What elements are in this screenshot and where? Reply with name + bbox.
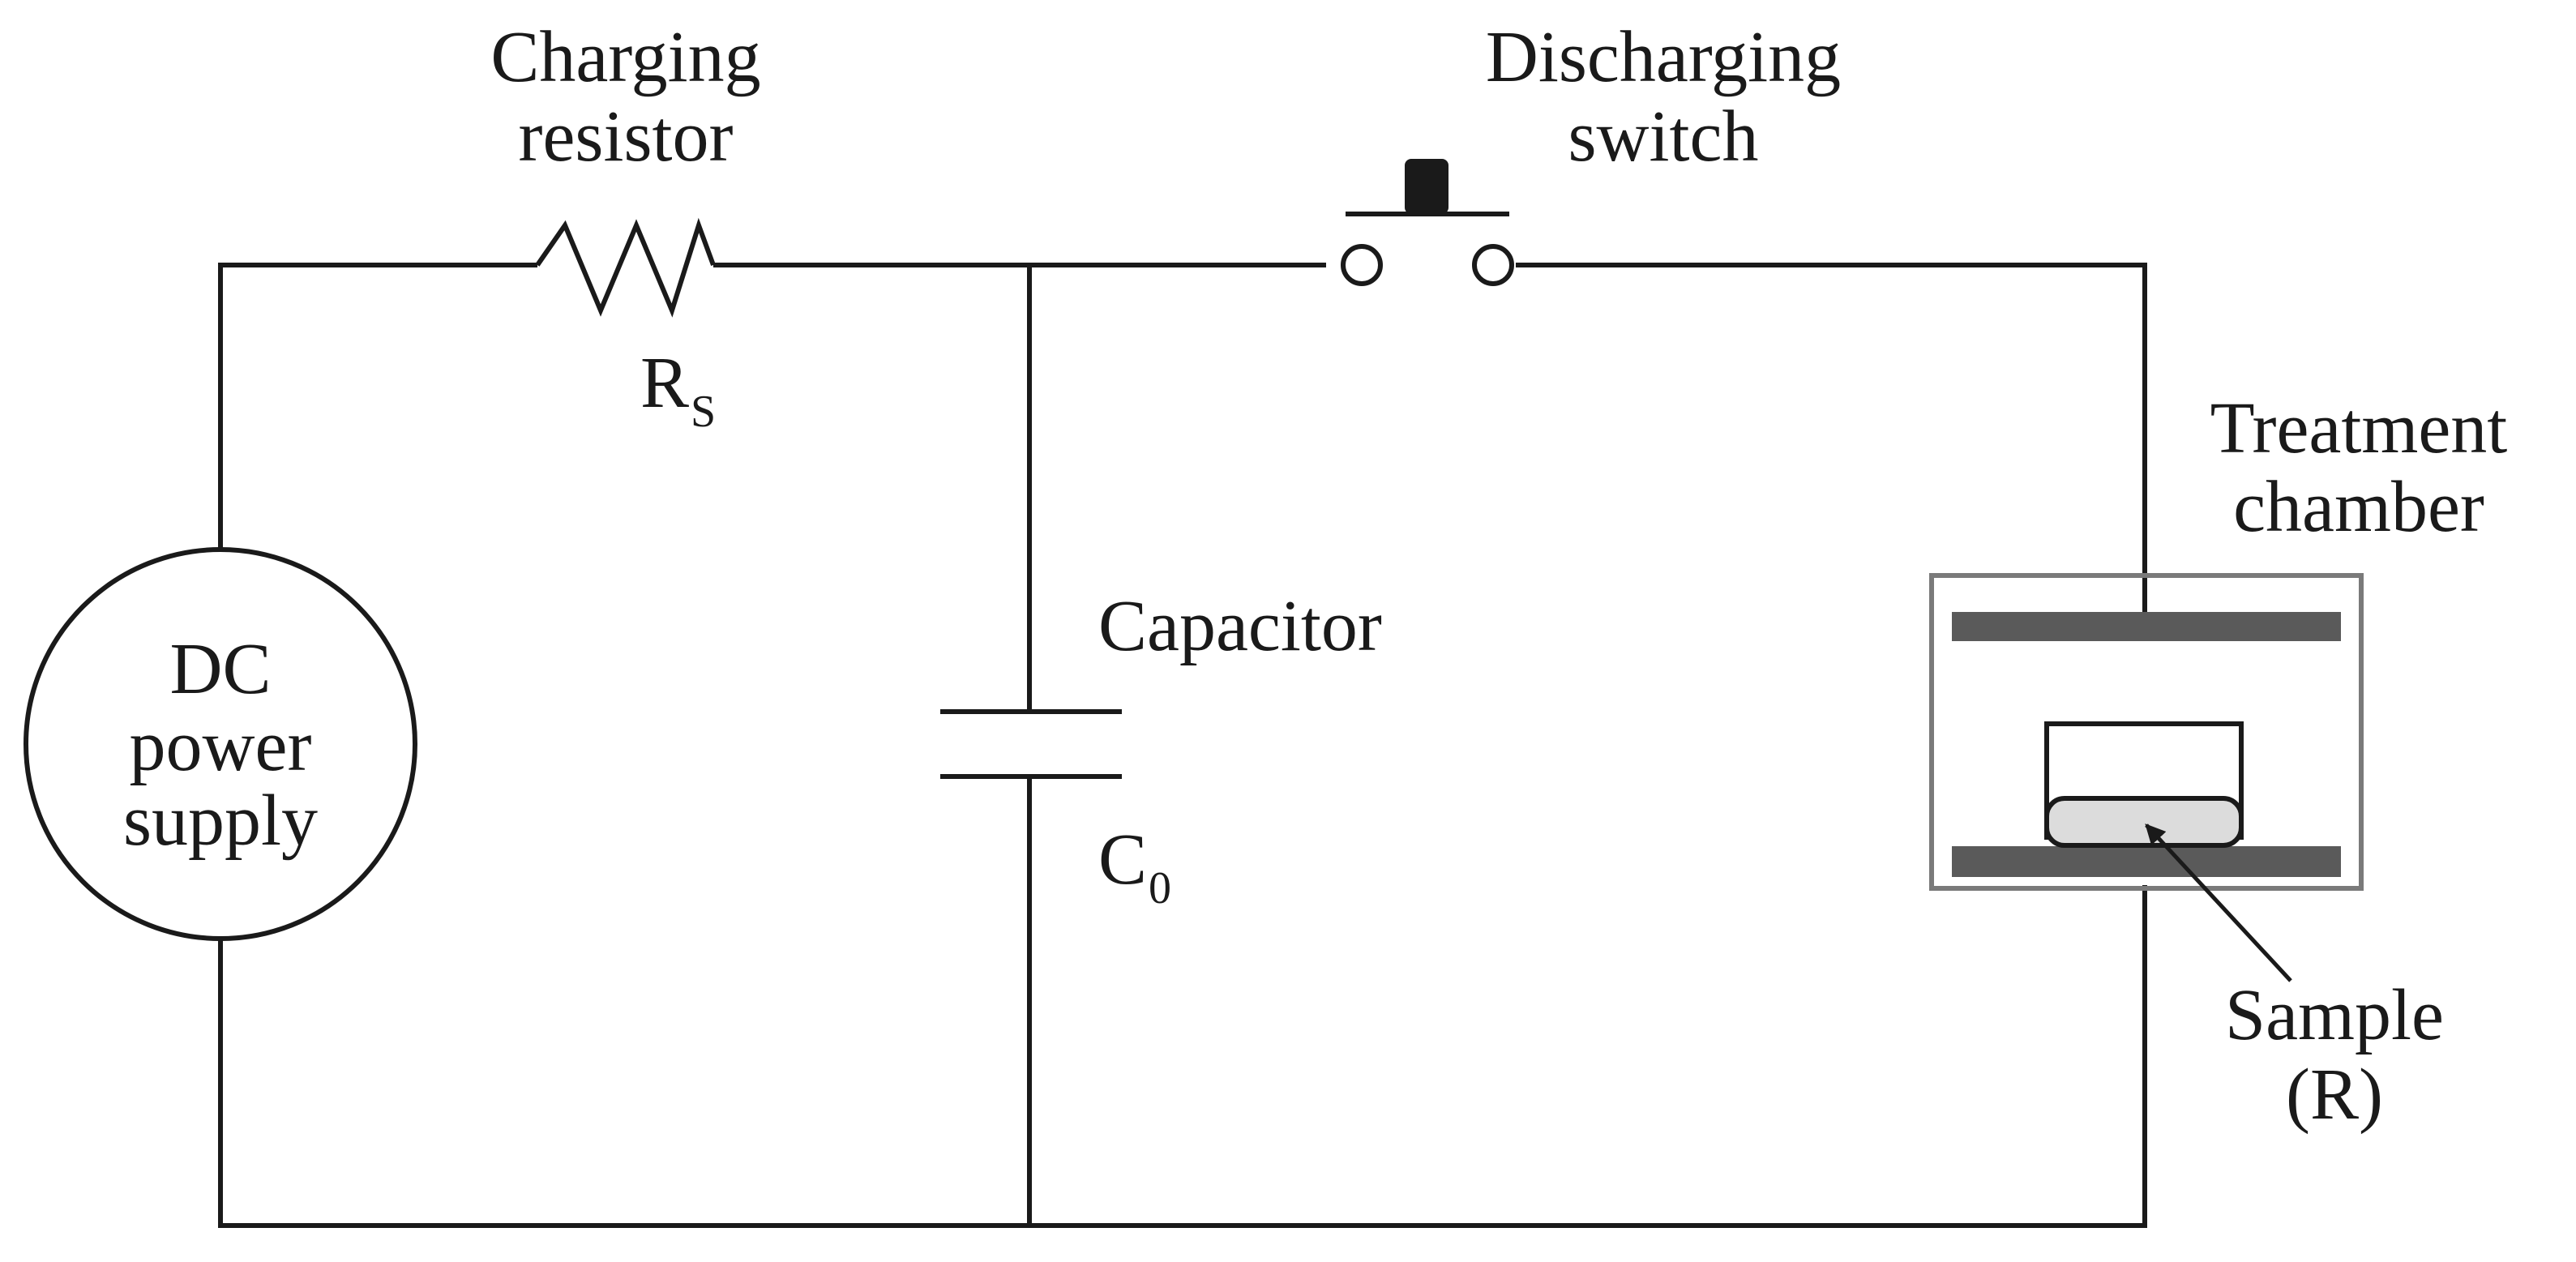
power-supply-label-line1: DC [169,629,271,709]
power-supply-label-line2: power [130,706,312,786]
wire-left-top [218,263,537,550]
resistor-symbol-subscript: S [691,387,716,437]
bottom-electrode [1952,846,2341,877]
switch-terminal-right [1472,244,1514,286]
sample-pointer-arrow [2145,824,2292,982]
treatment-chamber-symbol [1929,573,2364,982]
switch-title-line2: switch [1568,96,1759,177]
sample-body [2044,796,2244,848]
chamber-title-line1: Treatment [2210,388,2508,468]
capacitor-symbol-label: C0 [1098,819,1171,913]
treatment-chamber-box [1929,573,2364,891]
sample-label-line2: (R) [2286,1055,2383,1135]
switch-title-line1: Discharging [1486,17,1841,97]
switch-terminal-left [1341,244,1383,286]
discharging-switch-symbol [1341,159,1514,286]
wire-bottom-return [218,885,2147,1228]
resistor-symbol-label: RS [640,343,716,437]
charging-resistor-symbol [535,217,716,318]
resistor-title-line1: Charging [490,17,760,97]
capacitor-title: Capacitor [1098,586,1382,666]
power-supply-label-line3: supply [123,781,318,861]
chamber-title-line2: chamber [2233,467,2484,547]
capacitor-symbol-main: C [1098,819,1147,900]
sample-label-line1: Sample [2225,975,2444,1055]
resistor-symbol-main: R [640,343,689,423]
resistor-title-line2: resistor [519,96,734,177]
dc-power-supply-symbol [24,547,417,941]
capacitor-symbol-subscript: 0 [1149,863,1171,913]
switch-button [1405,159,1448,214]
wire-switch-to-chamber [1516,263,2147,616]
top-electrode [1952,612,2341,641]
